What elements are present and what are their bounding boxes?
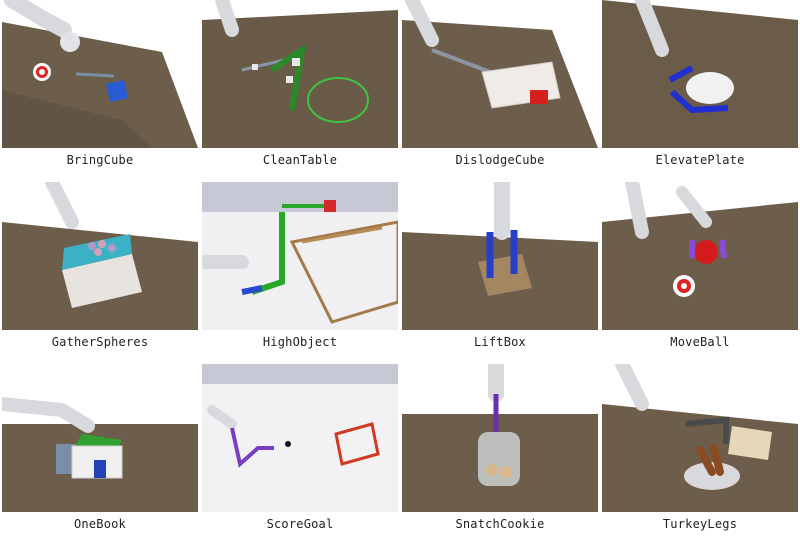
scoregoal-scene xyxy=(202,364,398,512)
task-label: HighObject xyxy=(262,335,338,349)
task-thumbnail xyxy=(2,182,198,330)
task-label: GatherSpheres xyxy=(51,335,149,349)
task-label: DislodgeCube xyxy=(455,153,545,167)
task-card-onebook[interactable]: OneBook xyxy=(2,364,198,540)
gatherspheres-scene xyxy=(2,182,198,330)
task-thumbnail xyxy=(402,364,598,512)
task-thumbnail xyxy=(602,182,798,330)
task-label: OneBook xyxy=(74,517,126,531)
task-card-elevateplate[interactable]: ElevatePlate xyxy=(602,0,798,176)
snatchcookie-scene xyxy=(402,364,598,512)
task-thumbnail xyxy=(602,0,798,148)
task-thumbnail xyxy=(602,364,798,512)
task-card-snatchcookie[interactable]: SnatchCookie xyxy=(402,364,598,540)
task-thumbnail xyxy=(202,0,398,148)
task-card-liftbox[interactable]: LiftBox xyxy=(402,182,598,358)
highobject-scene xyxy=(202,182,398,330)
task-label: BringCube xyxy=(66,153,134,167)
task-card-bringcube[interactable]: BringCube xyxy=(2,0,198,176)
task-label: ScoreGoal xyxy=(266,517,334,531)
task-label: SnatchCookie xyxy=(455,517,545,531)
onebook-scene xyxy=(2,364,198,512)
liftbox-scene xyxy=(402,182,598,330)
task-label: LiftBox xyxy=(474,335,526,349)
task-thumbnail xyxy=(2,364,198,512)
task-card-scoregoal[interactable]: ScoreGoal xyxy=(202,364,398,540)
task-label: ElevatePlate xyxy=(655,153,745,167)
task-thumbnail xyxy=(402,182,598,330)
task-card-moveball[interactable]: MoveBall xyxy=(602,182,798,358)
task-card-cleantable[interactable]: CleanTable xyxy=(202,0,398,176)
dislodgecube-scene xyxy=(402,0,598,148)
task-thumbnail xyxy=(202,364,398,512)
task-card-turkeylegs[interactable]: TurkeyLegs xyxy=(602,364,798,540)
bringcube-scene xyxy=(2,0,198,148)
moveball-scene xyxy=(602,182,798,330)
cleantable-scene xyxy=(202,0,398,148)
task-card-gatherspheres[interactable]: GatherSpheres xyxy=(2,182,198,358)
task-card-highobject[interactable]: HighObject xyxy=(202,182,398,358)
task-card-dislodgecube[interactable]: DislodgeCube xyxy=(402,0,598,176)
task-label: TurkeyLegs xyxy=(662,517,738,531)
task-label: MoveBall xyxy=(670,335,730,349)
task-thumbnail xyxy=(2,0,198,148)
task-label: CleanTable xyxy=(262,153,338,167)
task-thumbnail xyxy=(402,0,598,148)
turkeylegs-scene xyxy=(602,364,798,512)
task-thumbnail xyxy=(202,182,398,330)
elevateplate-scene xyxy=(602,0,798,148)
